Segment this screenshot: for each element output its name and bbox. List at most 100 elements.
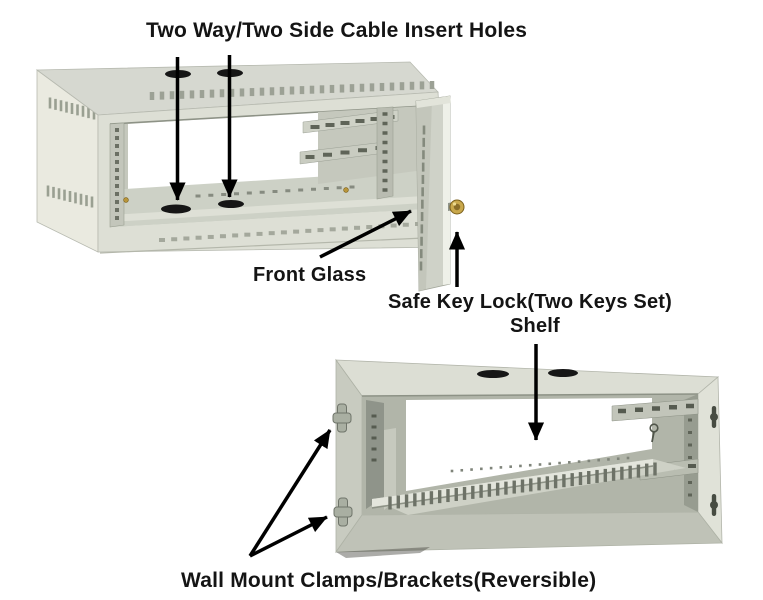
vent-dash	[246, 191, 252, 195]
vent-dash	[340, 121, 350, 125]
vent-dash	[59, 100, 63, 112]
rear-top-cable-hole-left	[477, 370, 509, 378]
vent-dash	[280, 230, 287, 235]
vent-dash	[115, 152, 119, 156]
vent-dash	[382, 169, 388, 173]
vent-dash	[422, 150, 425, 160]
vent-dash	[272, 190, 278, 193]
vent-dash	[379, 82, 385, 91]
vent-dash	[359, 83, 365, 92]
vent-dash	[221, 193, 227, 196]
rear-shelf-front-edge	[372, 459, 653, 507]
vent-dash	[325, 123, 335, 127]
vent-dash	[421, 162, 425, 172]
front-glass-door	[415, 95, 465, 292]
vent-dash	[339, 84, 345, 93]
interior-floor-front-lip	[110, 196, 424, 222]
rear-opening-top-shadow	[361, 393, 699, 397]
vent-dash	[115, 216, 119, 220]
vent-dash	[289, 86, 295, 95]
vent-dash	[115, 144, 119, 148]
left-rack-rail	[109, 122, 125, 228]
vent-dash	[189, 90, 195, 99]
wall-mount-clamp-lower	[333, 497, 353, 527]
vent-dash	[422, 125, 426, 135]
wall-mount-clamp-upper	[332, 403, 352, 433]
vent-dash	[495, 482, 500, 496]
gold-screw-left	[123, 197, 129, 203]
vent-dash	[419, 81, 425, 90]
vent-dash	[115, 160, 119, 164]
see-through-background	[128, 112, 318, 191]
vent-dash	[382, 178, 388, 183]
vent-dash	[688, 464, 696, 468]
vent-dash	[229, 88, 235, 97]
vent-dash	[446, 489, 450, 503]
rear-left-rail-slots	[371, 414, 377, 462]
vent-dash	[279, 86, 285, 95]
front-glass-arrow	[319, 209, 412, 259]
rear-right-bracket-upper-slots	[618, 403, 694, 414]
rear-top-cable-hole-right	[548, 369, 578, 377]
vent-dash	[63, 189, 66, 201]
rear-bottom-band	[335, 511, 723, 553]
vent-dash	[81, 105, 85, 117]
vent-dash	[370, 117, 380, 121]
vent-dash	[115, 168, 119, 172]
vent-dash	[87, 107, 90, 119]
vent-dash	[234, 192, 239, 196]
vent-dash	[528, 463, 532, 467]
vent-dash	[382, 112, 388, 116]
vent-dash	[421, 174, 425, 184]
vent-dash	[529, 478, 533, 492]
vent-dash	[420, 212, 424, 222]
vent-dash	[389, 82, 395, 91]
vent-dash	[46, 185, 50, 197]
vent-dash	[259, 190, 265, 194]
hanging-key	[649, 423, 659, 443]
vent-dash	[195, 194, 201, 198]
vent-dash	[635, 407, 643, 412]
right-mount-bar-upper	[302, 109, 399, 134]
vent-dash	[319, 85, 325, 94]
vent-dash	[115, 136, 119, 140]
vent-dash	[487, 483, 492, 497]
vent-dash	[293, 229, 300, 234]
vent-dash	[460, 468, 464, 472]
vent-dash	[653, 462, 657, 476]
vent-dash	[169, 91, 175, 100]
vent-dash	[519, 464, 522, 468]
vent-dash	[239, 88, 245, 97]
bottom-band-vent-row	[159, 222, 421, 242]
rear-left-rail	[366, 400, 384, 509]
annotation-label-key-lock: Safe Key Lock(Two Keys Set)	[388, 291, 673, 313]
vent-dash	[371, 425, 377, 429]
shelf-cable-hole-left	[161, 204, 191, 214]
vent-dash	[636, 464, 641, 478]
vent-dash	[587, 471, 591, 484]
vent-dash	[470, 468, 473, 471]
vent-dash	[268, 231, 275, 236]
vent-dash	[371, 414, 377, 418]
vent-dash	[570, 473, 574, 487]
vent-dash	[413, 493, 417, 507]
cabinet-shadow	[336, 547, 430, 558]
vent-dash	[537, 477, 541, 491]
vent-dash	[429, 491, 434, 505]
vent-dash	[349, 185, 355, 189]
vent-dash	[504, 481, 508, 495]
vent-dash	[688, 443, 692, 447]
vent-dash	[437, 490, 442, 504]
wall-mount-arrow-upper	[248, 429, 332, 557]
vent-dash	[209, 89, 215, 98]
vent-dash	[48, 97, 52, 109]
vent-dash	[65, 101, 68, 113]
vent-dash	[382, 188, 388, 192]
vent-dash	[285, 189, 291, 193]
vent-dash	[538, 463, 542, 466]
vent-dash	[92, 108, 96, 120]
top-panel-vent-row	[149, 81, 435, 100]
annotation-arrows	[169, 55, 545, 558]
keyhole-bracket-lower	[710, 494, 718, 516]
